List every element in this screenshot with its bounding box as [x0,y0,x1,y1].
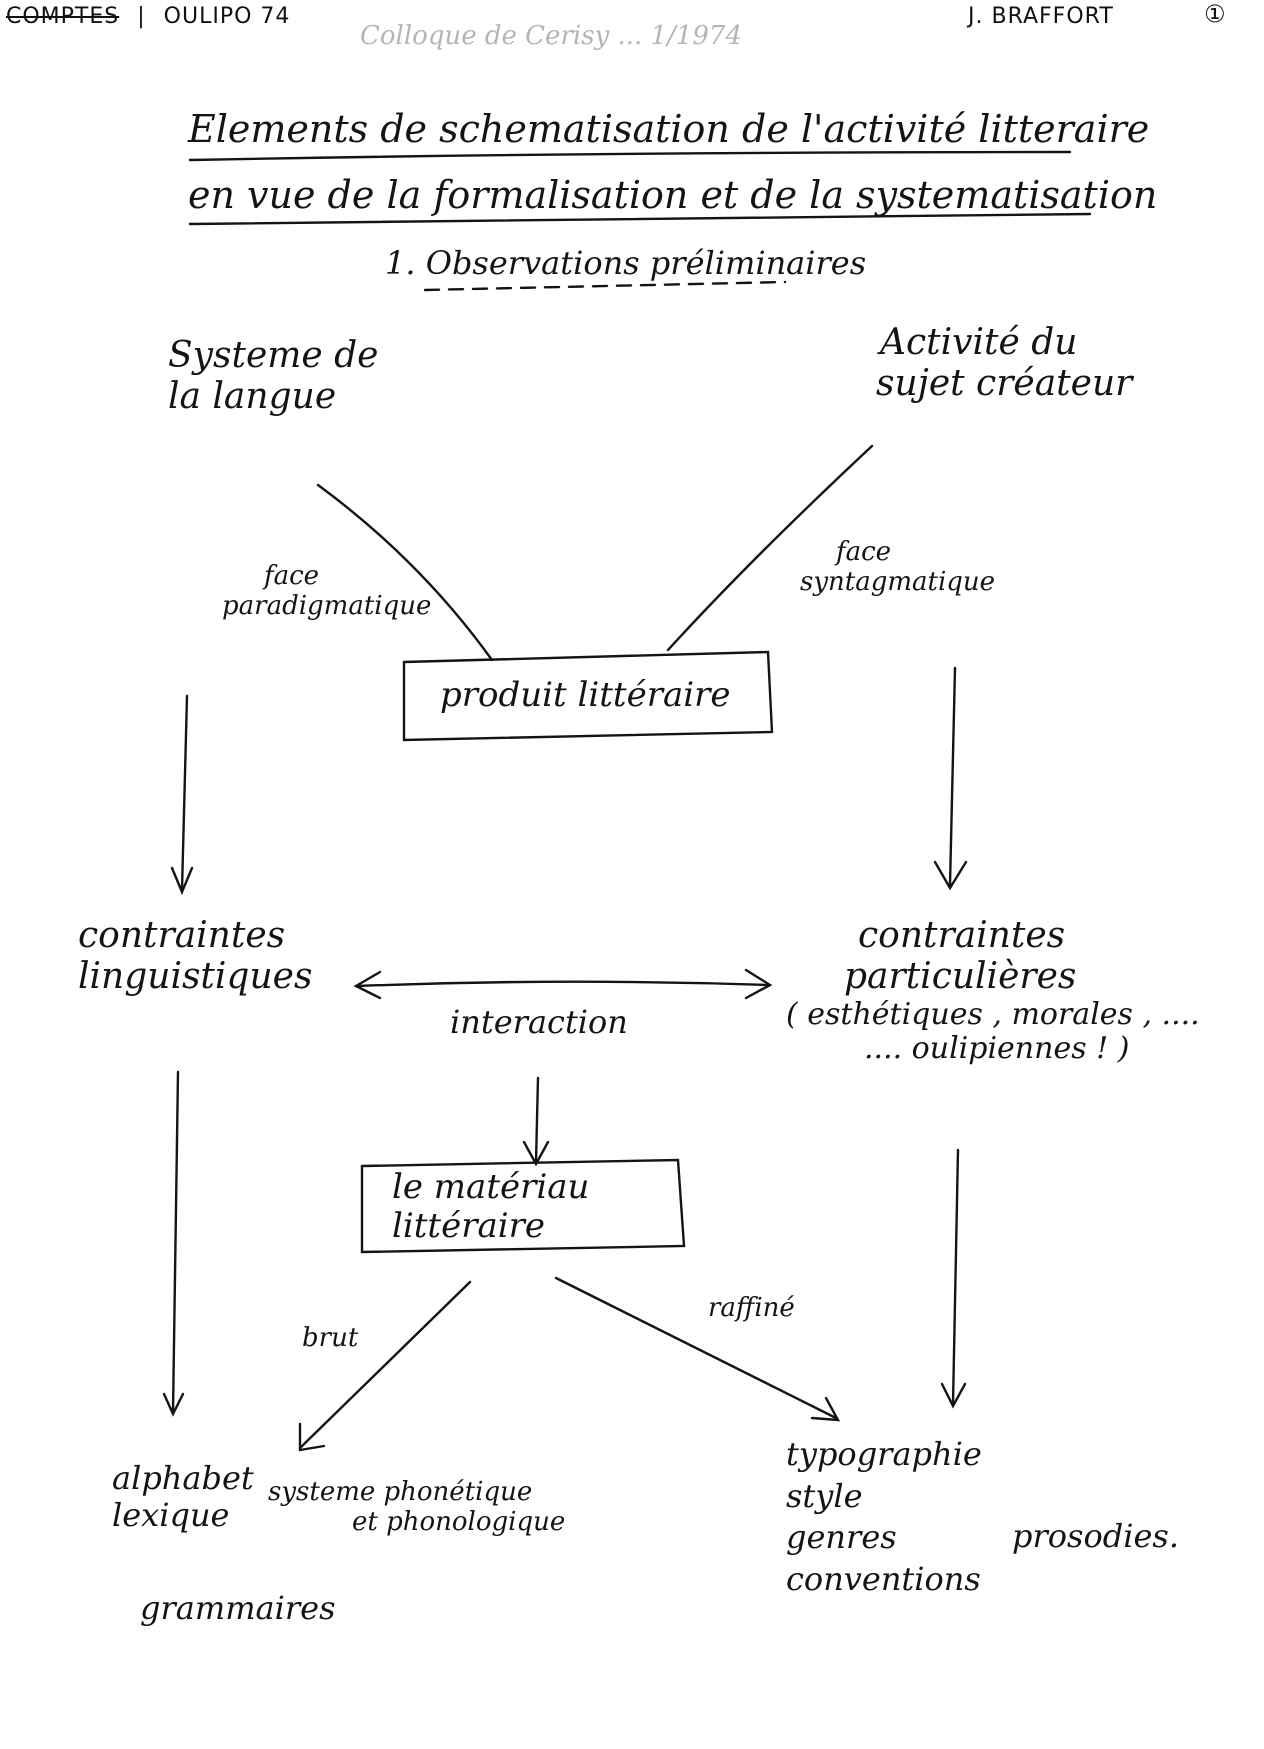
arrow-right-long-down-head [940,1382,967,1409]
title-underline-1 [188,150,1072,162]
title-line-2: en vue de la formalisation et de la syst… [188,173,1158,217]
node-materiau-line-1: le matériau [392,1167,590,1207]
label-brut: brut [302,1323,359,1353]
node-activite-sujet-line-1: Activité du [880,322,1078,363]
leaf-grammaires: grammaires [140,1589,336,1627]
node-materiau-line-2: littéraire [392,1206,545,1247]
label-raffine: raffiné [708,1293,795,1323]
leaf-genres: genres [786,1518,897,1557]
leaf-alphabet-lexique: alphabet lexique [112,1460,254,1534]
node-contraintes-linguistiques: contraintes linguistiques [78,915,312,998]
leaf-typographie: typographie [786,1435,982,1473]
arrow-raffine [554,1276,838,1420]
leaf-phon-line-1: systeme phonétique [268,1477,533,1507]
arrow-brut [298,1280,472,1450]
label-face-syntagmatique: face syntagmatique [800,537,996,598]
title-underline-2 [188,212,1092,226]
page-number-mark: ① [1204,0,1227,28]
node-activite-sujet-line-2: sujet créateur [876,363,1133,405]
node-contraintes-part-line-3: ( esthétiques , morales , .... [786,996,1200,1032]
line-sujet-to-produit [666,444,874,652]
arrow-right-long-down [951,1148,960,1406]
label-face-paradigmatique: face paradigmatique [222,561,432,622]
arrow-interaction-head-left [353,970,382,1000]
arrow-to-materiau [534,1076,540,1164]
subtitle-underline [423,280,787,292]
arrow-interaction [356,980,770,988]
node-contraintes-part-line-4: .... oulipiennes ! ) [864,1031,1130,1067]
node-contraintes-particulieres: contraintes particulières ( esthétiques … [786,915,1200,1067]
label-face-synt-line-1: face [836,537,892,567]
arrow-left-long-down [171,1070,180,1414]
node-contraintes-ling-line-1: contraintes [78,915,286,956]
arrow-raffine-head [810,1396,841,1422]
node-contraintes-part-line-2: particulières [844,956,1077,998]
leaf-style: style [786,1476,863,1515]
arrow-left-down-head [170,866,194,896]
node-contraintes-ling-line-2: linguistiques [78,956,313,998]
leaf-lexique: lexique [112,1495,230,1534]
subtitle: 1. Observations préliminaires [385,244,867,282]
arrow-right-down-head [933,860,968,891]
header-ref: OULIPO 74 [163,4,291,29]
faint-note: Colloque de Cerisy ... 1/1974 [360,21,743,51]
node-materiau-litteraire: le matériau littéraire [392,1167,590,1247]
node-produit-litteraire: produit littéraire [440,675,731,715]
arrow-left-down [180,694,189,892]
label-face-para-line-2: paradigmatique [222,590,432,621]
node-activite-sujet: Activité du sujet créateur [876,322,1132,405]
arrow-to-materiau-head [522,1140,550,1167]
leaf-phon-line-2: et phonologique [352,1506,566,1537]
header-author: J. BRAFFORT [968,4,1114,29]
box-produit [402,650,774,742]
arrow-left-long-down-head [162,1392,185,1417]
node-systeme-langue-line-1: Systeme de [168,335,379,376]
leaf-systeme-phonetique: systeme phonétique et phonologique [268,1477,566,1538]
line-langue-to-produit [316,483,494,662]
leaf-prosodies: prosodies. [1012,1517,1179,1555]
leaf-alphabet: alphabet [112,1459,254,1497]
box-materiau [360,1158,686,1254]
node-systeme-langue: Systeme de la langue [168,335,378,418]
title-line-1: Elements de schematisation de l'activité… [188,107,1150,151]
label-interaction: interaction [450,1003,628,1041]
leaf-right-column: typographie style genres conventions [786,1434,982,1600]
arrow-right-down [948,666,957,887]
arrow-interaction-head-right [744,968,773,1000]
header-left: COMPTES | OULIPO 74 [6,4,291,29]
leaf-conventions: conventions [786,1559,981,1598]
header-code: COMPTES [6,4,120,29]
node-systeme-langue-line-2: la langue [168,376,337,418]
arrow-brut-head [298,1422,326,1452]
node-contraintes-part-line-1: contraintes [858,915,1066,956]
label-face-synt-line-2: syntagmatique [800,566,996,597]
label-face-para-line-1: face [264,561,320,591]
